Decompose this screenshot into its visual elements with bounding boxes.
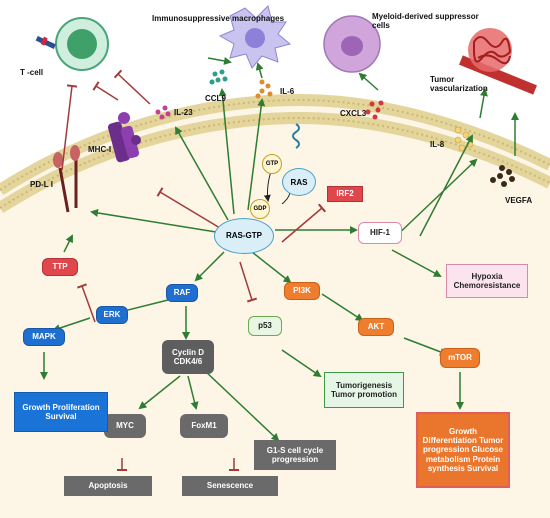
vasculature-icon: [459, 28, 537, 95]
tcell-icon: [35, 17, 109, 71]
foxm1-node: FoxM1: [180, 414, 228, 438]
immuno-label: Immunosuppressive macrophages: [152, 14, 285, 23]
myc-node: MYC: [104, 414, 146, 438]
mhc-receptor-icon: [107, 112, 141, 163]
cytoplasm: [0, 100, 550, 518]
ccl9-dots-icon: [209, 69, 228, 85]
hif1-node: HIF-1: [358, 222, 402, 244]
tumorigenesis-outcome: Tumorigenesis Tumor promotion: [324, 372, 404, 408]
tcell-label: T -cell: [20, 68, 44, 77]
il23-dots-icon: [155, 105, 171, 120]
cxcl3-label: CXCL3: [340, 109, 367, 118]
gtp-badge: GTP: [262, 154, 282, 174]
raf-node: RAF: [166, 284, 198, 302]
cxcl3-dots-icon: [365, 100, 384, 120]
vegfa-label: VEGFA: [505, 196, 533, 205]
ccl9-label: CCL9: [205, 94, 226, 103]
ras-node: RAS: [282, 168, 316, 196]
mtor-outcome: Growth Differentiation Tumor progression…: [416, 412, 510, 488]
il23-label: IL-23: [174, 108, 193, 117]
p53-node: p53: [248, 316, 282, 336]
ras-gtp-node: RAS-GTP: [214, 218, 274, 254]
mapk-node: MAPK: [23, 328, 65, 346]
il6-label: IL-6: [280, 87, 295, 96]
vegfa-dots-icon: [490, 165, 515, 187]
il6-dots-icon: [255, 79, 273, 99]
growth-outcome: Growth Proliferation Survival: [14, 392, 108, 432]
mdsc-icon: [323, 15, 381, 73]
pdl1-label: PD-L I: [30, 180, 53, 189]
hypoxia-outcome: Hypoxia Chemoresistance: [446, 264, 528, 298]
membrane-dots: [0, 98, 550, 191]
mhc-label: MHC-I: [88, 145, 112, 154]
macrophage-icon: [218, 5, 292, 69]
il8-label: IL-8: [430, 140, 445, 149]
activation-arrows: [40, 56, 519, 442]
cyclin-node: Cyclin D CDK4/6: [162, 340, 214, 374]
erk-node: ERK: [96, 306, 128, 324]
gdp-badge: GDP: [250, 199, 270, 219]
mdsc-label: Myeloid-derived suppressor cells: [372, 12, 479, 31]
pdl1-receptor-icon: [53, 145, 80, 213]
akt-node: AKT: [358, 318, 394, 336]
ras-anchor-icon: [292, 123, 300, 149]
membrane-dots-inner: [0, 116, 550, 209]
g1s-outcome: G1-S cell cycle progression: [254, 440, 336, 470]
pi3k-node: PI3K: [284, 282, 320, 300]
senescence-outcome: Senescence: [182, 476, 278, 496]
tumor-vasc-label: Tumor vascularization: [430, 75, 488, 94]
apoptosis-outcome: Apoptosis: [64, 476, 152, 496]
irf2-node: IRF2: [327, 186, 363, 202]
mtor-node: mTOR: [440, 348, 480, 368]
inhibition-arrows: [61, 69, 327, 471]
ttp-node: TTP: [42, 258, 78, 276]
